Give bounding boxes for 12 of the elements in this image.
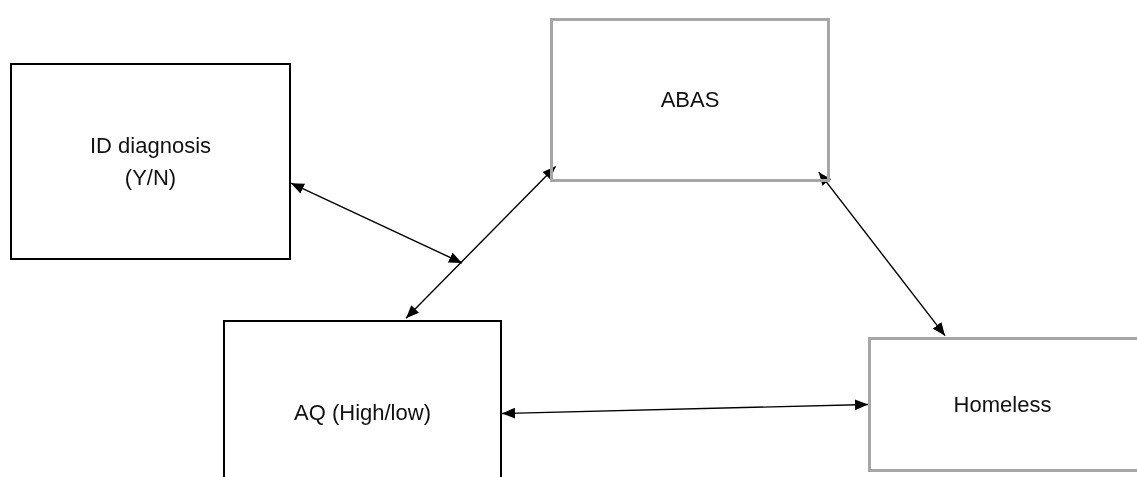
variable-label: Homeless <box>953 390 1052 419</box>
double-headed-arrow <box>818 171 946 337</box>
double-headed-arrow <box>290 182 463 264</box>
variable-label: AQ (High/low) <box>294 399 431 428</box>
double-headed-arrow <box>501 399 869 419</box>
variable-label: ID diagnosis (Y/N) <box>88 131 213 192</box>
double-headed-arrow <box>405 165 557 319</box>
variable-box <box>868 337 1137 472</box>
variable-box <box>223 320 502 477</box>
variable-box <box>10 63 291 260</box>
variable-label: ABAS <box>660 86 720 115</box>
variable-box <box>550 18 830 182</box>
